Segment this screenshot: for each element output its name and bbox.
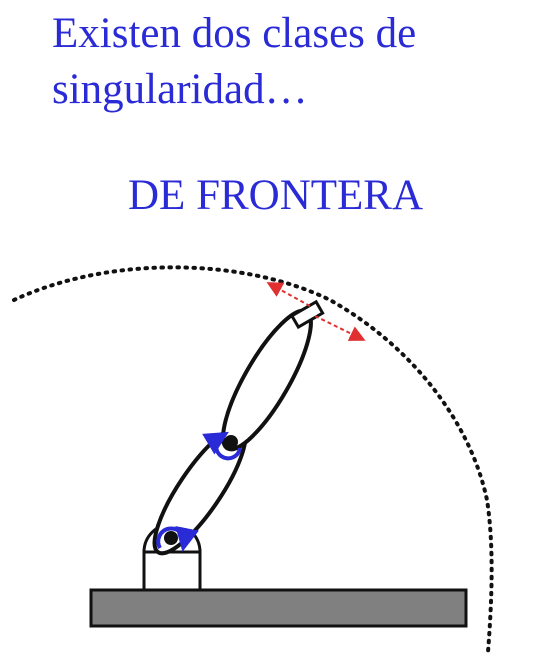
velocity-arrow-left xyxy=(266,282,311,307)
base-plate xyxy=(89,588,468,628)
workspace-boundary-arc xyxy=(12,265,494,654)
slide-title: Existen dos clases de singularidad… xyxy=(52,6,416,118)
title-line-2: singularidad… xyxy=(52,66,308,113)
end-effector xyxy=(289,299,325,330)
joint-1 xyxy=(164,531,178,545)
title-line-1: Existen dos clases de xyxy=(52,10,417,57)
link-2 xyxy=(221,308,313,452)
joint-2 xyxy=(224,435,238,449)
velocity-arrow-right xyxy=(314,315,366,341)
base-pedestal xyxy=(142,549,202,592)
joint-2-rotation-icon xyxy=(202,431,242,461)
joint-1-rotation-icon xyxy=(156,525,199,552)
slide-subtitle: DE FRONTERA xyxy=(128,172,424,219)
